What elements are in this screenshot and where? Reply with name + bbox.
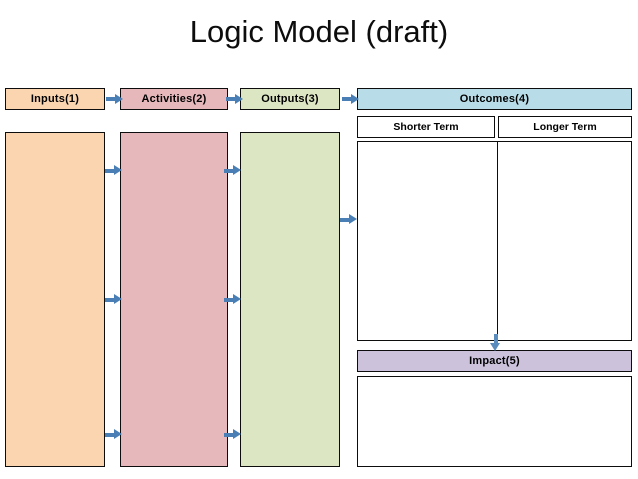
outcomes-longer-term-header[interactable]: Longer Term	[498, 116, 632, 138]
arrow-head	[114, 165, 122, 175]
arrow-shaft	[224, 168, 234, 173]
impact-header-label: Impact(5)	[469, 354, 520, 367]
arrow-head	[351, 93, 359, 104]
arrow-shaft	[340, 217, 350, 222]
outcomes-column-divider	[497, 142, 498, 340]
arrow-down-icon-outcomes-to-impact	[490, 334, 501, 351]
arrow-right-icon-activities-header-to-outputs-header	[226, 93, 243, 105]
arrow-head	[115, 93, 123, 104]
arrow-right-icon-outputs-header-to-outcomes-header	[342, 93, 359, 105]
outcomes-longer-term-label: Longer Term	[533, 120, 597, 133]
arrow-shaft	[493, 334, 498, 344]
arrow-head	[349, 214, 357, 224]
inputs-body-box[interactable]	[5, 132, 105, 467]
arrow-right-icon-activities-to-outputs-3	[224, 429, 241, 440]
activities-body-box[interactable]	[120, 132, 228, 467]
arrow-right-icon-inputs-to-activities-3	[105, 429, 122, 440]
arrow-shaft	[105, 432, 115, 437]
arrow-right-icon-inputs-to-activities-2	[105, 294, 122, 305]
outputs-body-box[interactable]	[240, 132, 340, 467]
arrow-head	[233, 294, 241, 304]
arrow-right-icon-outputs-to-outcomes	[340, 214, 357, 225]
arrow-head	[114, 429, 122, 439]
outcomes-header-label: Outcomes(4)	[459, 92, 530, 105]
outcomes-header-box[interactable]: Outcomes(4)	[357, 88, 632, 110]
arrow-right-icon-activities-to-outputs-1	[224, 165, 241, 176]
activities-header-label: Activities(2)	[141, 92, 207, 105]
arrow-head	[235, 93, 243, 104]
arrow-shaft	[224, 297, 234, 302]
arrow-right-icon-inputs-header-to-activities-header	[106, 93, 123, 105]
arrow-right-icon-inputs-to-activities-1	[105, 165, 122, 176]
outcomes-shorter-term-label: Shorter Term	[393, 120, 459, 133]
arrow-head	[233, 429, 241, 439]
activities-header-box[interactable]: Activities(2)	[120, 88, 228, 110]
arrow-shaft	[106, 97, 116, 101]
inputs-header-box[interactable]: Inputs(1)	[5, 88, 105, 110]
outcomes-shorter-term-header[interactable]: Shorter Term	[357, 116, 495, 138]
outputs-header-label: Outputs(3)	[261, 92, 319, 105]
arrow-shaft	[342, 97, 352, 101]
arrow-head	[490, 343, 500, 351]
arrow-shaft	[105, 297, 115, 302]
outputs-header-box[interactable]: Outputs(3)	[240, 88, 340, 110]
impact-body-box[interactable]	[357, 376, 632, 467]
outcomes-body-box[interactable]	[357, 141, 632, 341]
arrow-head	[114, 294, 122, 304]
page-title: Logic Model (draft)	[189, 14, 449, 49]
arrow-shaft	[105, 168, 115, 173]
inputs-header-label: Inputs(1)	[30, 92, 80, 105]
arrow-head	[233, 165, 241, 175]
arrow-right-icon-activities-to-outputs-2	[224, 294, 241, 305]
impact-header-box[interactable]: Impact(5)	[357, 350, 632, 372]
arrow-shaft	[224, 432, 234, 437]
arrow-shaft	[226, 97, 236, 101]
